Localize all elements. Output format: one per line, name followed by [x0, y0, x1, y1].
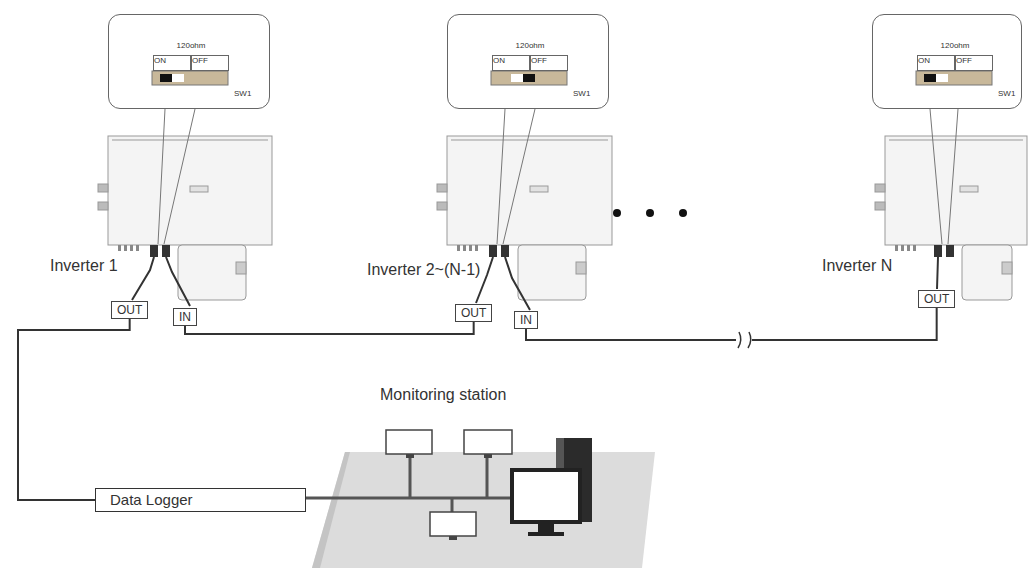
dip-switch [152, 71, 992, 85]
node-text: OFF [192, 56, 208, 66]
node-text: Data Logger [110, 490, 295, 510]
node-text: OUT [924, 292, 949, 306]
inverter-name: Inverter 1 [50, 256, 118, 276]
cable-gland [150, 245, 954, 257]
inverter-n [875, 136, 1027, 300]
node-text: OUT [117, 303, 142, 317]
fins [118, 245, 916, 251]
resistor-value: 120ohm [917, 41, 993, 51]
switch-name: SW1 [573, 89, 590, 99]
data-logger-box: Data Logger [95, 488, 306, 512]
port-label: OUT [918, 290, 955, 308]
resistor-value: 120ohm [492, 41, 568, 51]
switch-name: SW1 [998, 89, 1015, 99]
port-label: IN [173, 308, 197, 326]
cable [132, 257, 938, 310]
node-text: IN [520, 313, 532, 327]
switch-position: ON [153, 55, 191, 71]
resistor-value: 120ohm [153, 41, 229, 51]
node-text: ON [154, 56, 166, 66]
cable [18, 319, 130, 500]
switch-position: OFF [955, 55, 993, 71]
port-label: IN [514, 311, 538, 329]
inverter-name: Inverter N [822, 256, 892, 276]
node-text: ON [493, 56, 505, 66]
switch-position: ON [492, 55, 530, 71]
node-text: ON [918, 56, 930, 66]
switch-position: OFF [530, 55, 568, 71]
node-text: OUT [461, 306, 486, 320]
port-label: OUT [111, 301, 148, 319]
node-text: OFF [531, 56, 547, 66]
switch-position: OFF [191, 55, 229, 71]
ellipsis-dots [613, 209, 687, 217]
switch-callout: 120ohmON OFF SW1 [872, 14, 1022, 109]
node-text: IN [179, 310, 191, 324]
callout-leader [158, 109, 958, 244]
cable [185, 322, 474, 334]
monitoring-station [303, 430, 655, 568]
switch-position: ON [917, 55, 955, 71]
node-text: OFF [956, 56, 972, 66]
switch-name: SW1 [234, 89, 251, 99]
inverter-name: Inverter 2~(N-1) [367, 260, 480, 280]
port-label: OUT [455, 304, 492, 322]
inverter-1 [98, 136, 272, 300]
cable [526, 308, 937, 340]
switch-callout: 120ohmON OFF SW1 [108, 14, 270, 109]
switch-callout: 120ohmON OFF SW1 [447, 14, 609, 109]
station-name: Monitoring station [380, 385, 506, 405]
